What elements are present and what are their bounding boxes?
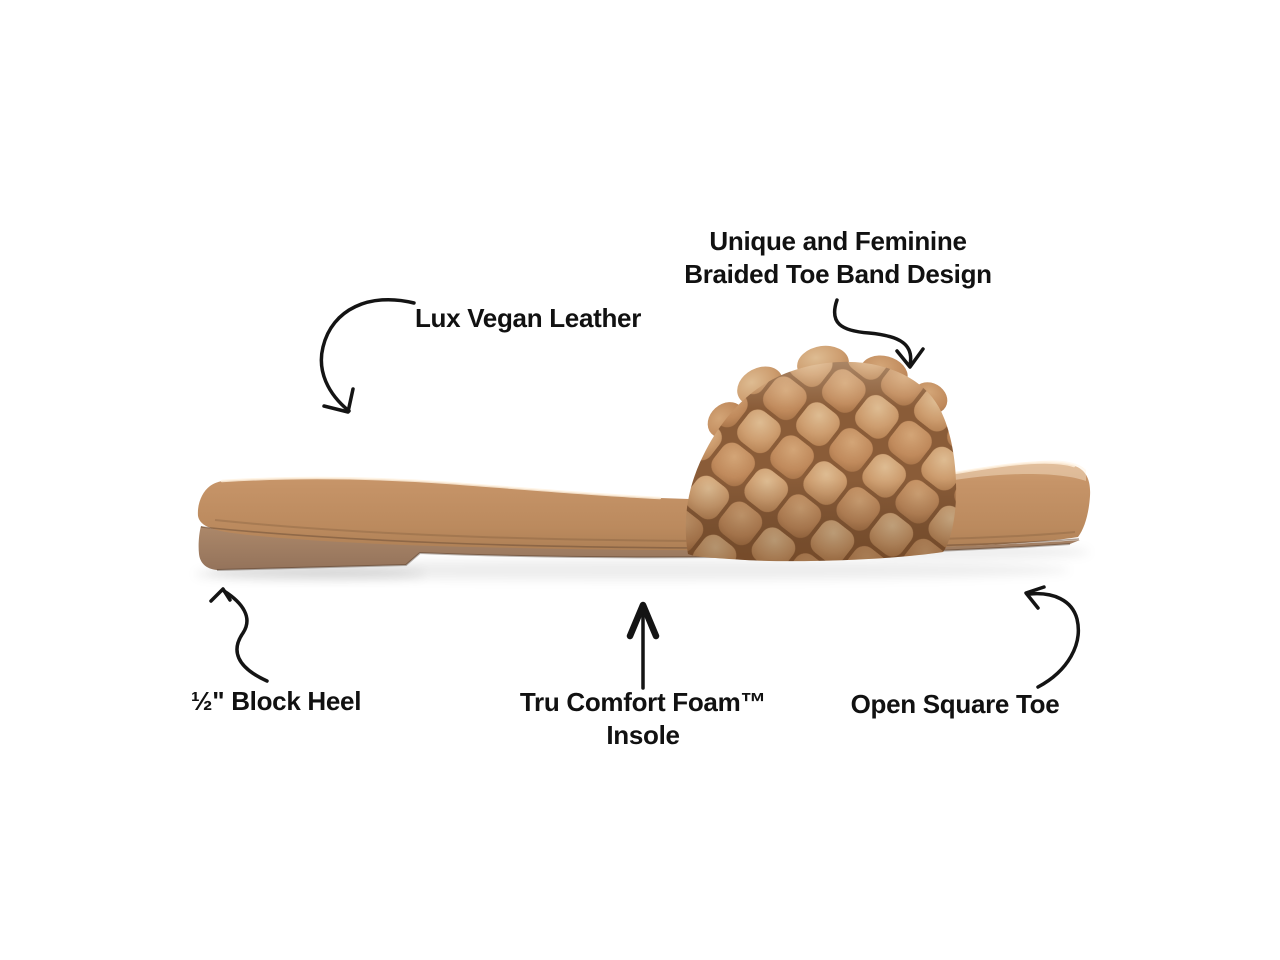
- label-braided-line1: Unique and Feminine: [709, 226, 967, 256]
- label-block-heel: ½" Block Heel: [190, 686, 362, 716]
- label-braided-toe-band: Unique and Feminine Braided Toe Band Des…: [684, 225, 992, 291]
- lux-vegan-leather-arrow-icon: [319, 298, 416, 414]
- label-braided-line2: Braided Toe Band Design: [684, 259, 992, 289]
- block-heel-arrow-icon: [209, 587, 269, 683]
- sandal-footbed: [197, 460, 1091, 551]
- ground-shadow: [195, 546, 1090, 580]
- braided-band-arrow-icon: [832, 298, 925, 369]
- label-lux-vegan-leather: Lux Vegan Leather: [414, 303, 642, 333]
- label-tru-comfort-foam: Tru Comfort Foam™ Insole: [519, 686, 767, 752]
- open-square-toe-arrow-icon: [1024, 585, 1080, 689]
- braided-toe-band: [685, 345, 957, 562]
- label-insole-line2: Insole: [606, 720, 680, 750]
- insole-arrow-icon: [626, 601, 660, 690]
- label-insole-line1: Tru Comfort Foam™: [519, 687, 767, 717]
- label-open-square-toe: Open Square Toe: [850, 689, 1060, 719]
